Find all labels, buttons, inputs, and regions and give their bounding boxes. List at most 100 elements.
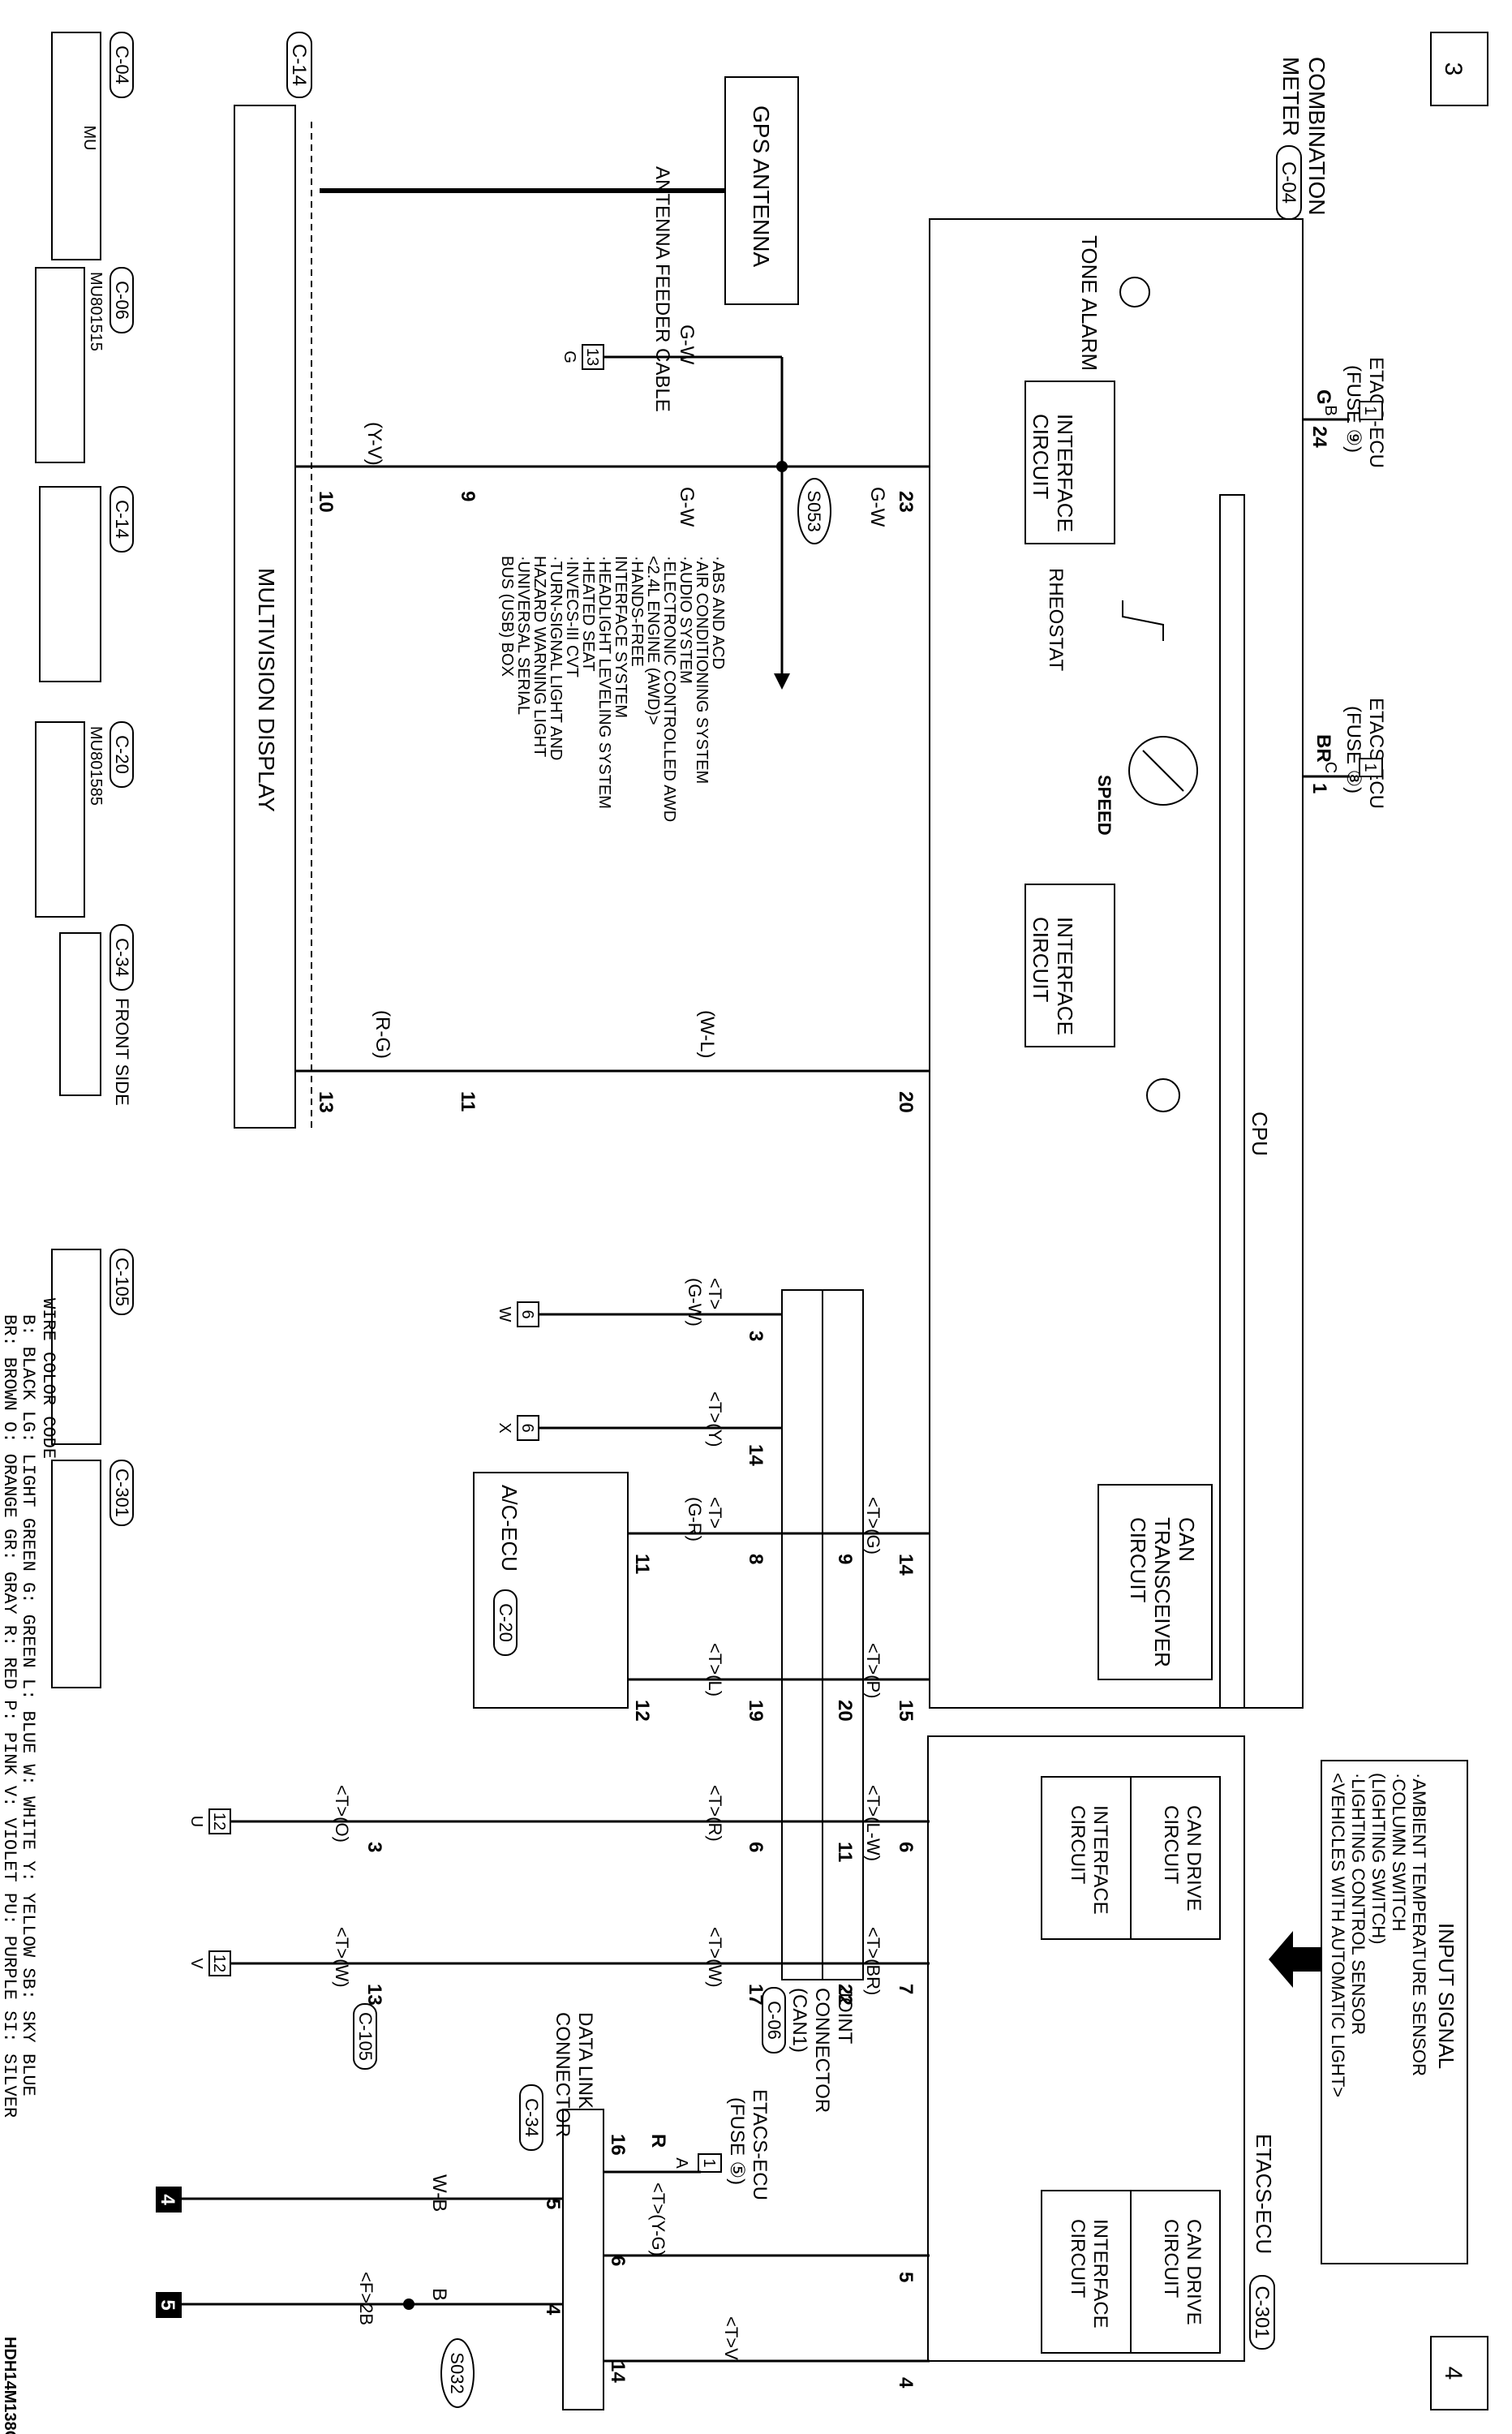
ref5-box xyxy=(156,2292,182,2318)
ref6b-letter: X xyxy=(496,1422,513,1433)
pin23-label: 23 xyxy=(895,491,917,513)
c14-label: C-14 xyxy=(112,500,132,539)
etacs-can-drive-2-label-2: CIRCUIT xyxy=(1160,2219,1182,2299)
can-pin20: 20 xyxy=(834,1700,856,1722)
etacs-interface-1 xyxy=(1041,1776,1132,1940)
gps-antenna-label: GPS ANTENNA xyxy=(749,105,774,267)
fuse5-wire: R xyxy=(647,2134,669,2148)
input-signal-line: <VEHICLES WITH AUTOMATIC LIGHT> xyxy=(1328,1773,1348,2097)
can-tgr: <T> xyxy=(705,1497,725,1529)
gw-right-label: G-W xyxy=(866,487,888,527)
splice-s053 xyxy=(797,478,831,544)
pin9-label: 9 xyxy=(457,491,479,501)
can-pin11b: 11 xyxy=(834,1842,856,1862)
meter-interface-circuit-2-label: INTERFACE xyxy=(1053,917,1077,1035)
page-number-bottom-box xyxy=(1430,2336,1488,2410)
fuse8-ref-box xyxy=(1359,758,1383,777)
dlc-connector-box xyxy=(519,2084,543,2151)
fuse9-letter: B xyxy=(1321,405,1339,415)
page-number-top-box xyxy=(1430,32,1488,106)
ac-ecu-connector: C-20 xyxy=(496,1603,516,1642)
c301-connector-icon xyxy=(51,1460,101,1688)
cpu-bar xyxy=(1219,494,1245,1709)
etacs-can-drive-1-label: CAN DRIVE xyxy=(1183,1805,1205,1912)
c14-box xyxy=(110,486,134,553)
wire-color-code-row2: BR: BROWN O: ORANGE GR: GRAY R: RED P: P… xyxy=(0,1314,19,2118)
c04-box xyxy=(110,32,134,98)
rheostat-label: RHEOSTAT xyxy=(1045,568,1067,671)
ref6a: 6 xyxy=(518,1309,536,1318)
fuse8-letter: C xyxy=(1321,762,1339,773)
fuse9-pin: 24 xyxy=(1308,426,1330,448)
splice-s032-label: S032 xyxy=(447,2352,467,2393)
pin11-label: 11 xyxy=(457,1091,479,1112)
etacs-ecu-connector: C-301 xyxy=(1251,2286,1273,2338)
meter-interface-circuit-1-label-2: CIRCUIT xyxy=(1029,414,1053,500)
c14-connector-icon xyxy=(39,486,101,682)
c20-part: MU801585 xyxy=(87,726,105,806)
c04-mu: MU xyxy=(80,125,98,150)
can-pin8: 8 xyxy=(745,1554,767,1564)
connector-thumbnails: C-04 MU C-06 MU801515 C-14 C-20 MU801585… xyxy=(35,32,134,1688)
c34-connector-icon xyxy=(59,932,101,1096)
dlc-pin6: 6 xyxy=(607,2256,629,2266)
c20-label: C-20 xyxy=(112,735,132,774)
can-tgw2: (G-W) xyxy=(685,1278,705,1327)
tv-label: <T>V xyxy=(721,2316,741,2360)
page-number-bottom: 4 xyxy=(1440,2367,1467,2380)
can-to: <T>(O) xyxy=(332,1785,352,1843)
ref6b: 6 xyxy=(518,1423,536,1432)
fuse8-ref: 1 xyxy=(1361,763,1379,772)
fuse9-wire: G xyxy=(1312,389,1334,405)
can-transceiver-label-3: CIRCUIT xyxy=(1126,1517,1150,1603)
meter-interface-circuit-2-label-2: CIRCUIT xyxy=(1029,917,1053,1003)
can-tg: <T>(G) xyxy=(863,1497,883,1555)
etacs-pin6: 6 xyxy=(895,1842,917,1852)
c20-box xyxy=(110,721,134,788)
system-item: ·ELECTRONIC CONTROLLED AWD xyxy=(660,556,678,822)
ac-ecu-box xyxy=(473,1472,629,1709)
data-link-connector-box xyxy=(562,2109,604,2410)
etacs-pin4: 4 xyxy=(895,2377,917,2389)
system-item: ·INVECS-III CVT xyxy=(563,556,581,677)
can-transceiver-circuit xyxy=(1097,1484,1213,1680)
ref6a-letter: W xyxy=(496,1307,513,1322)
multivision-display-label: MULTIVISION DISPLAY xyxy=(254,568,279,812)
c34-box xyxy=(110,924,134,991)
splice-s032 xyxy=(440,2338,475,2408)
ref4-box xyxy=(156,2187,182,2213)
f2b-label: <F>2B xyxy=(356,2272,376,2325)
joint-connector-box xyxy=(762,1987,786,2053)
speedometer-icon xyxy=(1128,736,1198,806)
fuse5-number: (FUSE ⑤) xyxy=(726,2097,748,2185)
can-tlw: <T>(L-W) xyxy=(863,1785,883,1861)
joint-connector-id: C-06 xyxy=(764,2001,784,2040)
c301-thumb-label: C-301 xyxy=(112,1469,132,1517)
can-pin14b: 14 xyxy=(745,1444,767,1466)
dlc-label-1: DATA LINK xyxy=(574,2012,596,2109)
pin20-label: 20 xyxy=(895,1091,917,1113)
c04-connector-icon xyxy=(51,32,101,260)
buzzer-icon xyxy=(1119,277,1150,307)
system-item: ·TURN-SIGNAL LIGHT AND xyxy=(547,556,565,760)
etacs-interface-2 xyxy=(1041,2190,1132,2354)
wb-label: W-B xyxy=(428,2174,450,2212)
system-item: BUS (USB) BOX xyxy=(498,556,516,677)
wl-label: (W-L) xyxy=(696,1010,718,1059)
c20-connector-icon xyxy=(35,721,85,918)
c301-thumb-box xyxy=(110,1460,134,1526)
display-connector: C-14 xyxy=(288,44,310,86)
splice-s053-label: S053 xyxy=(804,490,824,531)
combination-meter-title: COMBINATION xyxy=(1304,57,1329,215)
ref6a-box xyxy=(517,1301,539,1327)
etacs-pin5: 5 xyxy=(895,2272,917,2282)
dlc-label-2: CONNECTOR xyxy=(552,2012,573,2137)
b-label: B xyxy=(428,2288,450,2301)
can-ty: <T>(Y) xyxy=(705,1391,725,1447)
input-signal-box xyxy=(1321,1760,1468,2264)
etacs-ecu-connector-box xyxy=(1249,2275,1275,2350)
c105-thumb-label: C-105 xyxy=(112,1258,132,1306)
ref5: 5 xyxy=(157,2299,178,2310)
etacs-can-drive-1-label-2: CIRCUIT xyxy=(1160,1805,1182,1885)
